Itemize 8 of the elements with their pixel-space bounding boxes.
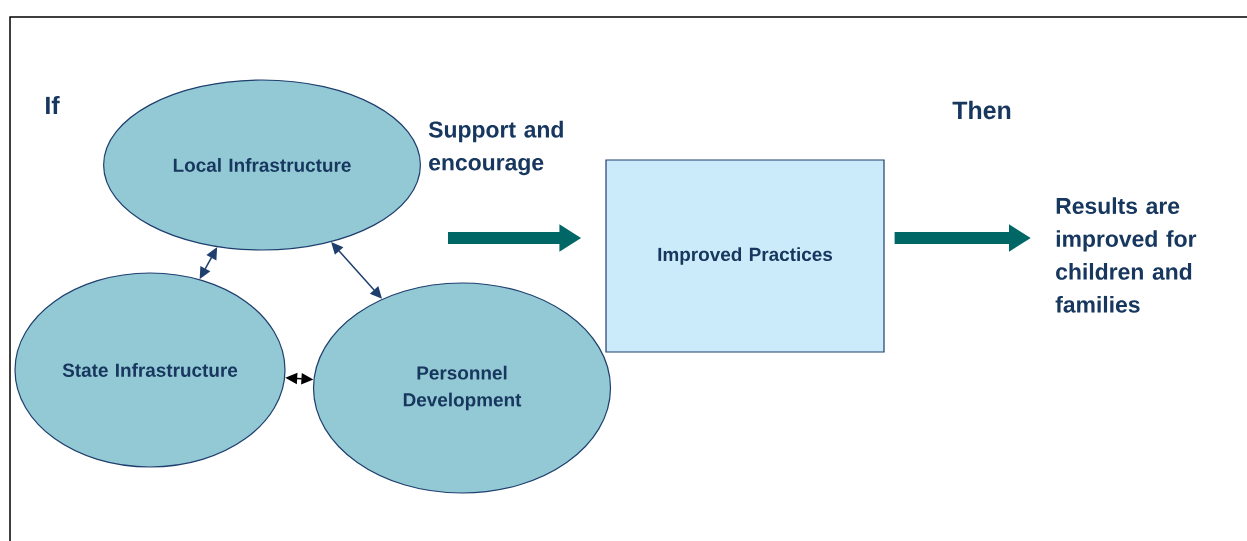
process-box: Improved Practices	[605, 159, 885, 353]
label-text: If	[46, 95, 60, 114]
result-text: Results are improved for children and families	[1055, 197, 1197, 313]
ellipse-node: Local Infrastructure	[103, 79, 421, 251]
edge-label: Support and encourage	[428, 120, 563, 176]
label-text: Then	[952, 100, 1011, 120]
ellipse-node: Personnel Development	[312, 282, 612, 494]
ellipse-node: State Infrastructure	[14, 272, 286, 468]
